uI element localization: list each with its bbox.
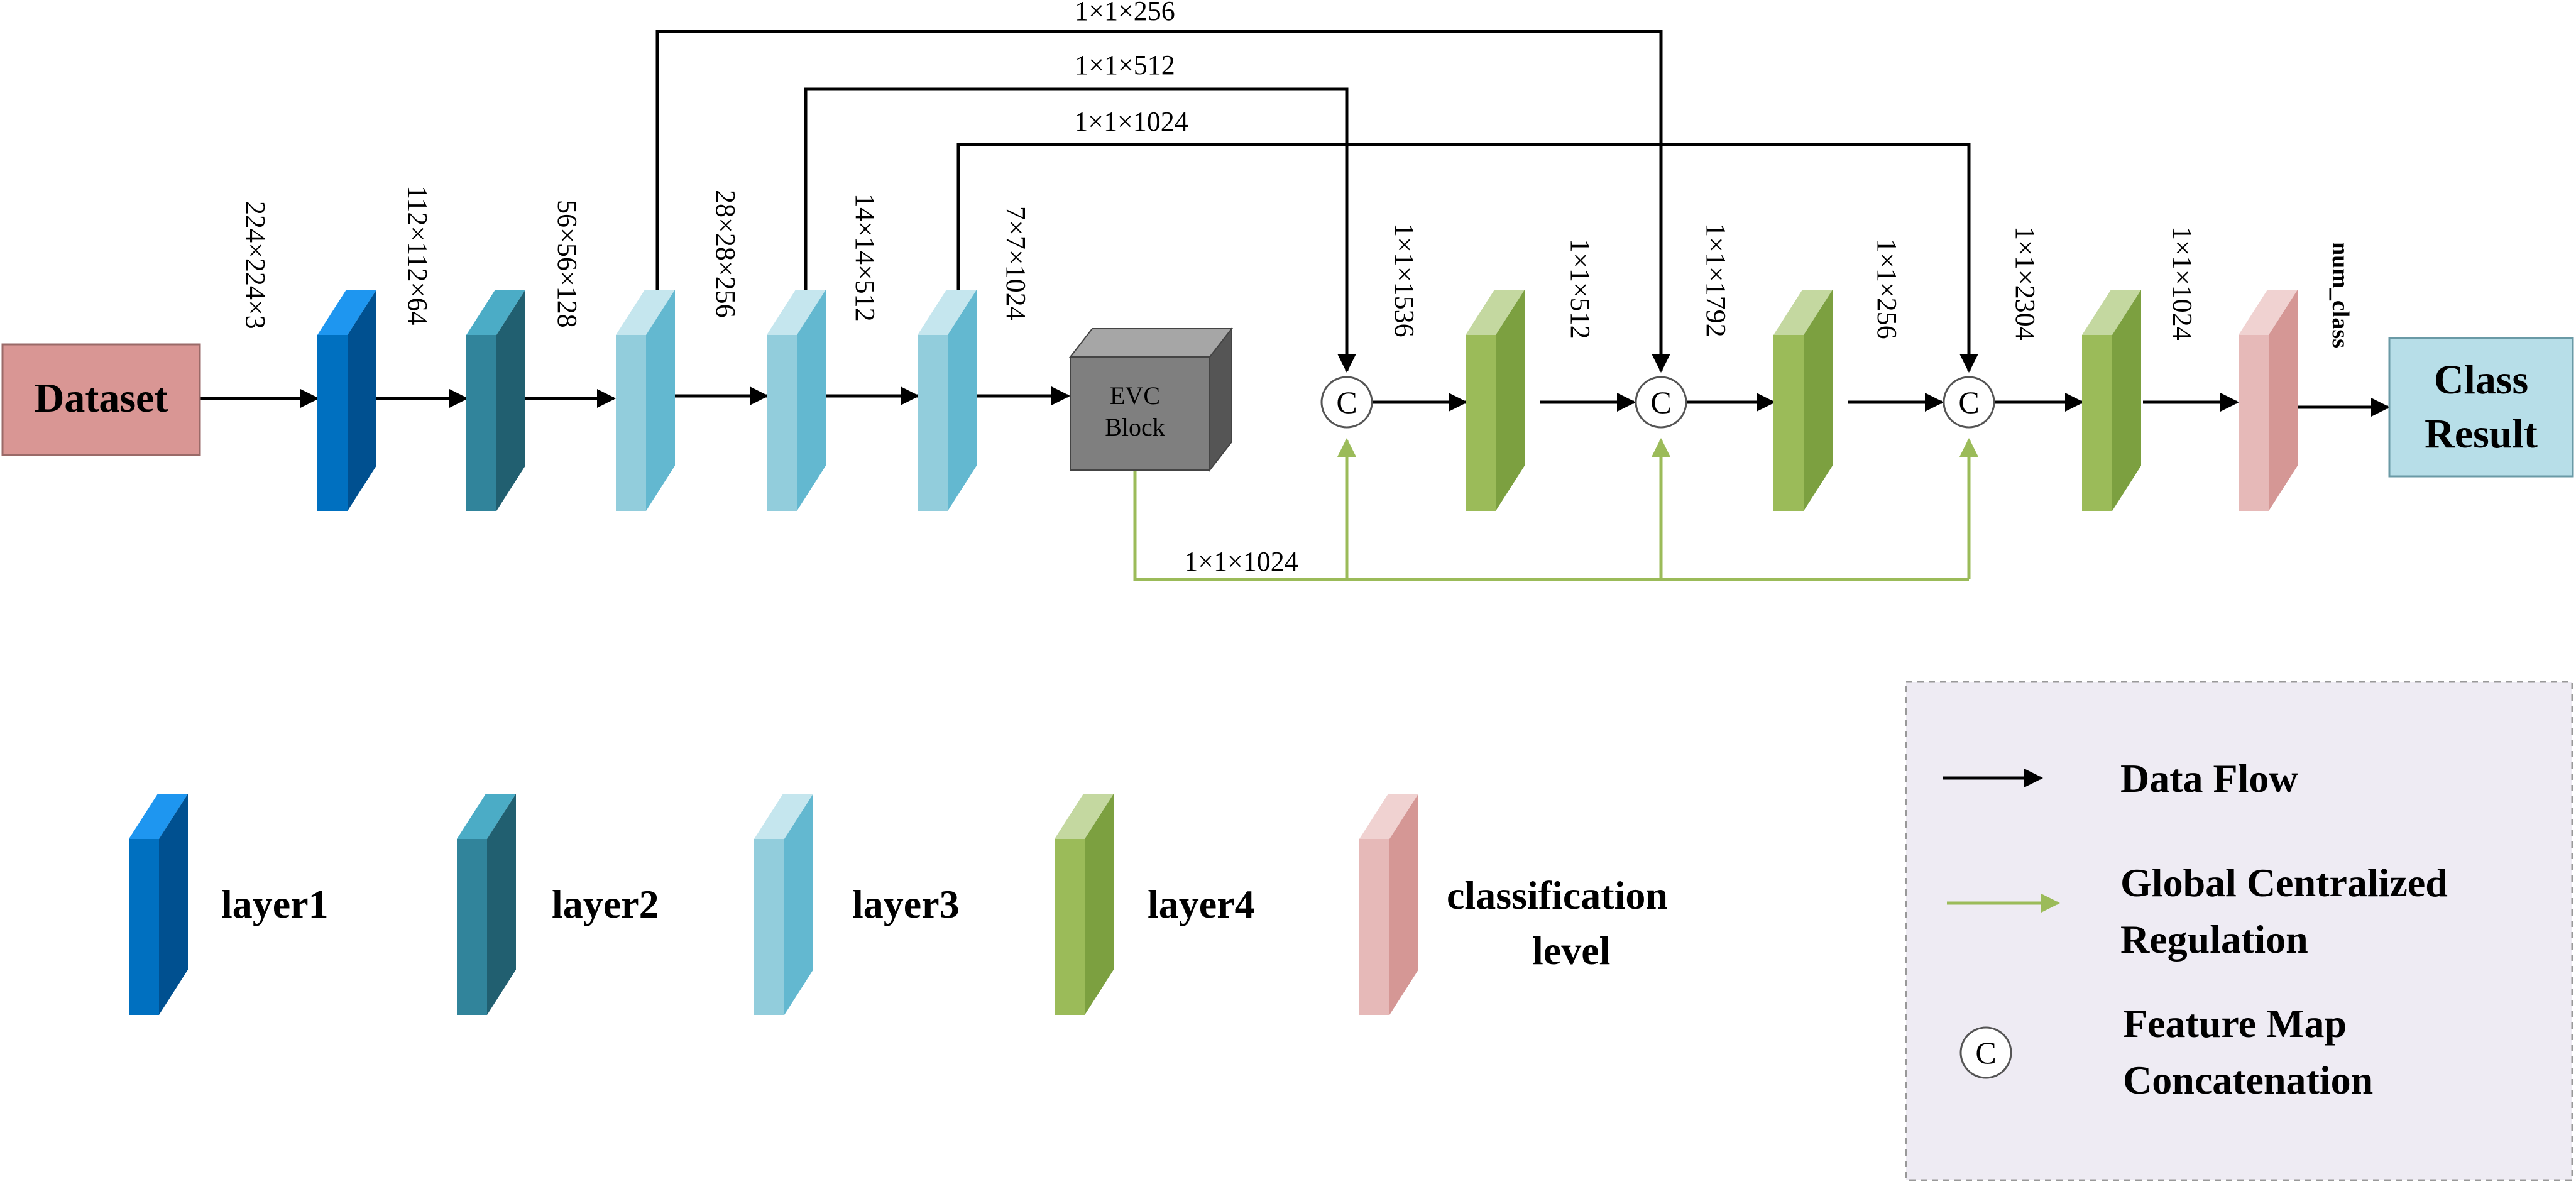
- regulation-connections: [1133, 438, 1978, 581]
- concat-node-2: C: [1635, 376, 1687, 429]
- skip-connections: [655, 30, 1978, 373]
- skip-line-1024: [956, 143, 1978, 373]
- dim-label-3: 56×56×128: [552, 200, 583, 328]
- dim-label-2: 112×112×64: [402, 185, 433, 325]
- concat-symbol-2: C: [1650, 385, 1671, 420]
- class-result-node: Class Result: [2388, 337, 2574, 478]
- regulation-label: 1×1×1024: [1184, 546, 1298, 577]
- skip-line-512: [804, 87, 1356, 373]
- dim-label-4: 28×28×256: [710, 190, 741, 318]
- class-result-box: [2388, 337, 2574, 478]
- legend-label-layer1: layer1: [221, 882, 329, 926]
- regulation-line: [1133, 470, 1969, 581]
- block-layer4-a: [1466, 290, 1525, 511]
- skip-line-256: [655, 30, 1670, 373]
- block-layer4-c: [2082, 290, 2141, 511]
- legend-block-layer1: [129, 794, 188, 1015]
- class-result-label-2: Result: [2425, 411, 2538, 457]
- dim-label-10: 1×1×256: [1872, 239, 1902, 339]
- block-layer3-a: [616, 290, 675, 511]
- dim-label-12: 1×1×1024: [2167, 226, 2198, 341]
- skip-label-1024: 1×1×1024: [1074, 106, 1188, 137]
- legend-regulation-label-1: Global Centralized: [2120, 860, 2448, 905]
- legend-concat-icon: [1959, 1026, 2012, 1079]
- concat-node-1: C: [1320, 376, 1373, 429]
- evc-label-2: Block: [1105, 413, 1165, 441]
- block-layer1: [317, 290, 376, 511]
- legend-block-layer3: [754, 794, 813, 1015]
- legend-layer-labels: layer1 layer2 layer3 layer4 classificati…: [221, 873, 1668, 973]
- dim-label-9: 1×1×1792: [1701, 223, 1731, 337]
- evc-top: [1068, 328, 1234, 358]
- legend-label-classification-2: level: [1532, 928, 1610, 973]
- skip-label-256: 1×1×256: [1075, 0, 1175, 26]
- legend-block-layer2: [457, 794, 516, 1015]
- dim-label-8: 1×1×512: [1565, 239, 1596, 339]
- dim-label-11: 1×1×2304: [2010, 226, 2041, 341]
- concat-symbol-1: C: [1336, 385, 1357, 420]
- legend-data-flow-label: Data Flow: [2120, 756, 2298, 801]
- evc-front: [1070, 356, 1210, 471]
- legend-label-classification-1: classification: [1447, 873, 1668, 918]
- dim-label-7: 1×1×1536: [1389, 223, 1420, 337]
- block-classification: [2239, 290, 2298, 511]
- dim-label-5: 14×14×512: [850, 194, 880, 322]
- dataset-node: Dataset: [1, 343, 201, 456]
- layer-blocks: [317, 290, 2298, 511]
- dimension-labels: 224×224×3 112×112×64 56×56×128 28×28×256…: [240, 185, 2354, 348]
- legend-box: Data Flow Global Centralized Regulation …: [1905, 681, 2573, 1181]
- legend-concat-symbol: C: [1975, 1035, 1996, 1070]
- dataset-box: [1, 343, 201, 456]
- dim-label-1: 224×224×3: [240, 201, 271, 329]
- legend-label-layer3: layer3: [852, 882, 960, 926]
- legend-box-frame: [1905, 681, 2573, 1181]
- legend-block-layer4: [1055, 794, 1114, 1015]
- class-result-label-1: Class: [2434, 357, 2528, 403]
- legend-label-layer4: layer4: [1148, 882, 1255, 926]
- dim-label-6: 7×7×1024: [1000, 206, 1031, 321]
- dataset-label: Dataset: [35, 375, 168, 421]
- legend-label-layer2: layer2: [552, 882, 659, 926]
- evc-block: EVC Block: [1068, 327, 1234, 472]
- legend-block-classification: [1359, 794, 1418, 1015]
- legend-concat-label-2: Concatenation: [2123, 1058, 2373, 1102]
- block-layer4-b: [1773, 290, 1833, 511]
- block-layer3-c: [918, 290, 977, 511]
- legend-concat-label-1: Feature Map: [2123, 1001, 2347, 1046]
- block-layer2: [466, 290, 525, 511]
- evc-label-1: EVC: [1110, 381, 1160, 410]
- concat-node-3: C: [1943, 376, 1995, 429]
- dim-label-13: num_class: [2327, 242, 2354, 348]
- block-layer3-b: [767, 290, 826, 511]
- skip-label-512: 1×1×512: [1075, 50, 1175, 80]
- legend-layer-types: [129, 794, 1418, 1015]
- legend-regulation-label-2: Regulation: [2120, 917, 2308, 962]
- concat-symbol-3: C: [1958, 385, 1979, 420]
- main-flow-arrows: [200, 386, 2390, 417]
